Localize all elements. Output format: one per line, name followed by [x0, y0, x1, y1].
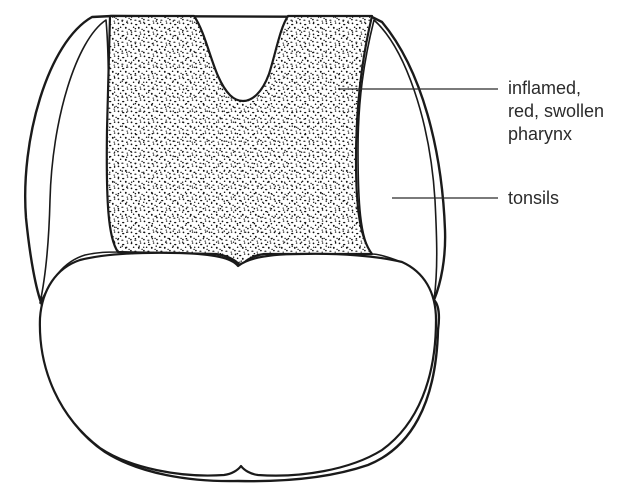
pharynx-label: inflamed, red, swollen pharynx [508, 77, 604, 146]
pharynx-label-line-3: pharynx [508, 123, 604, 146]
tonsils-label: tonsils [508, 187, 559, 210]
tongue [40, 253, 436, 476]
pharynx-label-line-2: red, swollen [508, 100, 604, 123]
pharynx-label-line-1: inflamed, [508, 77, 604, 100]
